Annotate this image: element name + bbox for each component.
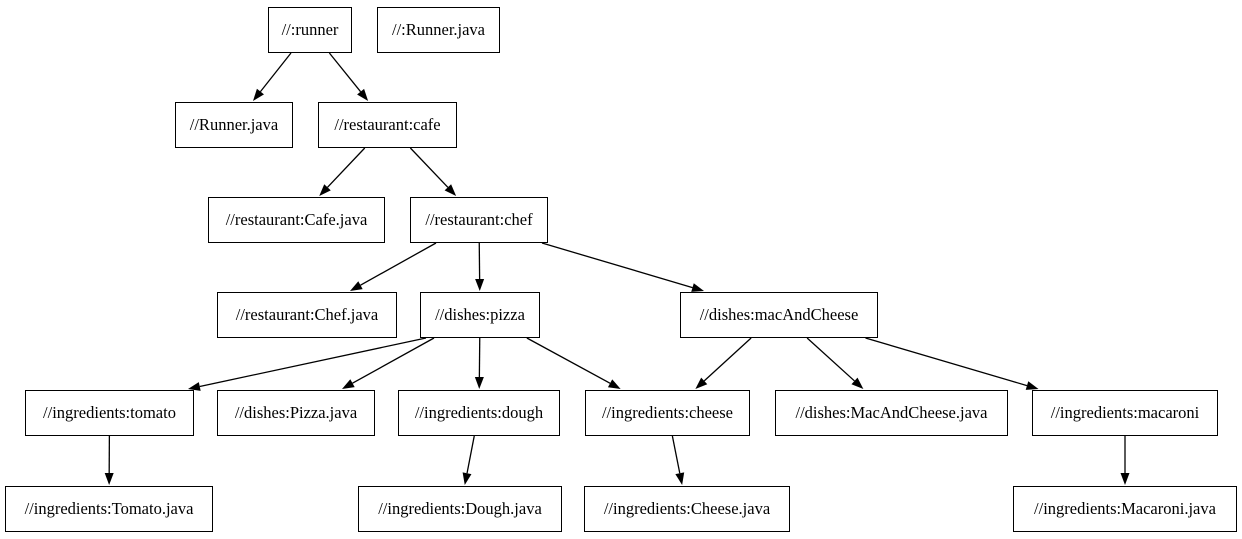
- arrowhead-pizza-to-cheese: [607, 379, 621, 389]
- edge-cafe-to-chef: [409, 147, 449, 188]
- graph-node-macandcheese-java: //dishes:MacAndCheese.java: [775, 390, 1008, 436]
- graph-node-label: //restaurant:Cafe.java: [225, 209, 368, 229]
- edge-chef-to-macandcheese: [541, 242, 693, 289]
- arrowhead-tomato-to-tomato-java: [104, 472, 114, 485]
- edge-chef-to-chef-java: [360, 242, 437, 286]
- graph-node-label: //dishes:Pizza.java: [234, 402, 358, 422]
- arrowhead-runner-to-cafe: [357, 88, 369, 101]
- graph-node-label: //dishes:pizza: [435, 304, 525, 324]
- graph-node-root-runner-java: //:Runner.java: [377, 7, 500, 53]
- graph-node-chef-java: //restaurant:Chef.java: [217, 292, 397, 338]
- graph-node-label: //ingredients:cheese: [601, 402, 734, 422]
- arrowhead-macandcheese-to-macaroni: [1025, 381, 1039, 390]
- edge-macandcheese-to-cheese: [703, 337, 752, 382]
- arrowhead-macaroni-to-macaroni-java: [1120, 473, 1130, 485]
- edge-pizza-to-pizza-java: [352, 337, 435, 384]
- graph-node-cheese: //ingredients:cheese: [585, 390, 750, 436]
- graph-node-dough: //ingredients:dough: [398, 390, 560, 436]
- graph-node-runner: //:runner: [268, 7, 352, 53]
- edge-pizza-to-tomato: [199, 337, 427, 388]
- arrowhead-cafe-to-cafe-java: [319, 184, 331, 196]
- edge-macandcheese-to-macandcheese-java: [806, 337, 855, 382]
- graph-node-label: //ingredients:Tomato.java: [24, 498, 194, 518]
- graph-node-runner-java: //Runner.java: [175, 102, 293, 148]
- arrowhead-chef-to-pizza: [475, 278, 485, 291]
- graph-node-label: //ingredients:Macaroni.java: [1034, 498, 1216, 518]
- edge-macandcheese-to-macaroni: [865, 337, 1028, 387]
- graph-node-dough-java: //ingredients:Dough.java: [358, 486, 562, 532]
- graph-node-label: //:runner: [281, 19, 339, 39]
- arrowhead-runner-to-runner-java: [253, 88, 264, 101]
- arrowhead-chef-to-chef-java: [350, 281, 363, 291]
- graph-node-label: //dishes:MacAndCheese.java: [795, 402, 988, 422]
- graph-node-macaroni: //ingredients:macaroni: [1032, 390, 1218, 436]
- graph-node-label: //restaurant:cafe: [334, 114, 441, 134]
- graph-node-cafe-java: //restaurant:Cafe.java: [208, 197, 385, 243]
- graph-node-label: //restaurant:chef: [425, 209, 533, 229]
- arrowhead-cheese-to-cheese-java: [675, 472, 685, 485]
- graph-node-label: //ingredients:Cheese.java: [603, 498, 771, 518]
- graph-node-label: //:Runner.java: [391, 19, 486, 39]
- edge-cheese-to-cheese-java: [671, 435, 681, 474]
- edge-runner-to-runner-java: [259, 52, 292, 92]
- edge-cafe-to-cafe-java: [327, 147, 366, 188]
- arrowhead-cafe-to-chef: [444, 184, 457, 196]
- graph-node-chef: //restaurant:chef: [410, 197, 548, 243]
- graph-node-tomato: //ingredients:tomato: [25, 390, 194, 436]
- graph-node-label: //ingredients:tomato: [43, 402, 176, 422]
- arrowhead-chef-to-macandcheese: [691, 283, 704, 292]
- graph-node-label: //Runner.java: [189, 114, 279, 134]
- arrowhead-macandcheese-to-cheese: [695, 377, 708, 389]
- arrowhead-macandcheese-to-macandcheese-java: [851, 377, 864, 389]
- graph-node-label: //ingredients:dough: [414, 402, 544, 422]
- graph-node-label: //restaurant:Chef.java: [235, 304, 379, 324]
- edge-dough-to-dough-java: [466, 435, 475, 474]
- graph-node-macaroni-java: //ingredients:Macaroni.java: [1013, 486, 1237, 532]
- edge-pizza-to-cheese: [526, 337, 611, 384]
- arrowhead-dough-to-dough-java: [462, 472, 472, 485]
- graph-node-tomato-java: //ingredients:Tomato.java: [5, 486, 213, 532]
- graph-node-label: //dishes:macAndCheese: [699, 304, 859, 324]
- graph-node-cafe: //restaurant:cafe: [318, 102, 457, 148]
- edge-runner-to-cafe: [328, 52, 362, 93]
- graph-node-label: //ingredients:Dough.java: [378, 498, 542, 518]
- graph-node-cheese-java: //ingredients:Cheese.java: [584, 486, 790, 532]
- graph-node-pizza-java: //dishes:Pizza.java: [217, 390, 375, 436]
- arrowhead-pizza-to-pizza-java: [342, 379, 355, 389]
- graph-node-macandcheese: //dishes:macAndCheese: [680, 292, 878, 338]
- graph-node-label: //ingredients:macaroni: [1050, 402, 1200, 422]
- arrowhead-pizza-to-dough: [474, 376, 484, 389]
- graph-node-pizza: //dishes:pizza: [420, 292, 540, 338]
